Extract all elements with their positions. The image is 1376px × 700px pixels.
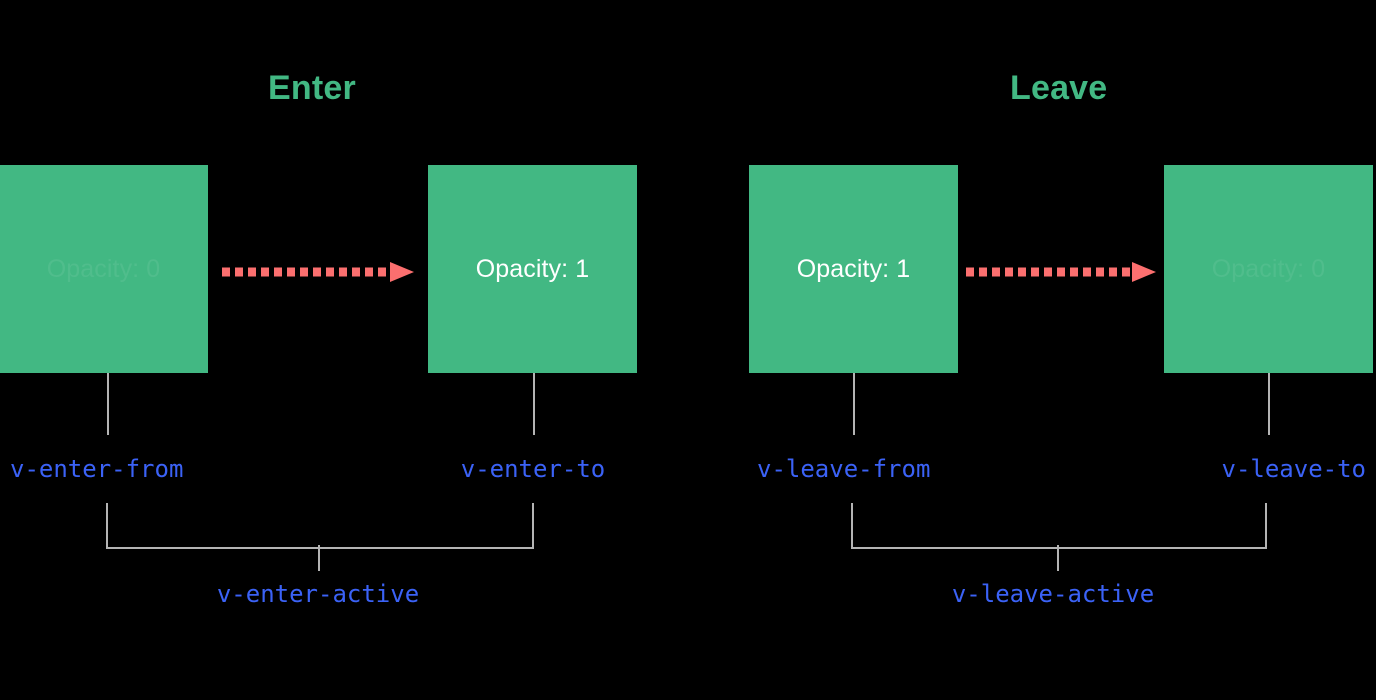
class-label-v-leave-active: v-leave-active — [951, 580, 1155, 608]
state-box-enter-to: Opacity: 1 — [428, 165, 637, 373]
section-title-leave: Leave — [1010, 69, 1108, 107]
class-label-v-enter-to: v-enter-to — [460, 455, 606, 483]
arrow-enter-svg — [222, 262, 414, 282]
arrow-leave-head — [1132, 262, 1156, 282]
state-box-leave-from: Opacity: 1 — [749, 165, 958, 373]
state-box-leave-to: Opacity: 0 — [1164, 165, 1373, 373]
arrow-enter-head — [390, 262, 414, 282]
active-phase-bracket-stem-enter — [318, 545, 320, 571]
connector-stem-enter-from — [107, 373, 109, 435]
active-phase-bracket-stem-leave — [1057, 545, 1059, 571]
connector-stem-leave-from — [853, 373, 855, 435]
state-box-enter-from: Opacity: 0 — [0, 165, 208, 373]
connector-stem-enter-to — [533, 373, 535, 435]
state-box-enter-to-label: Opacity: 1 — [475, 254, 590, 283]
active-phase-bracket-enter — [106, 503, 534, 549]
active-phase-bracket-leave — [851, 503, 1267, 549]
arrow-leave-svg — [966, 262, 1156, 282]
connector-stem-leave-to — [1268, 373, 1270, 435]
state-box-leave-from-label: Opacity: 1 — [796, 254, 911, 283]
transition-arrow-enter — [222, 262, 414, 282]
class-label-v-leave-from: v-leave-from — [757, 455, 931, 483]
transition-arrow-leave — [966, 262, 1156, 282]
class-label-v-enter-active: v-enter-active — [216, 580, 420, 608]
class-label-v-leave-to: v-leave-to — [1221, 455, 1367, 483]
state-box-enter-from-label: Opacity: 0 — [46, 254, 161, 283]
state-box-leave-to-label: Opacity: 0 — [1211, 254, 1326, 283]
class-label-v-enter-from: v-enter-from — [10, 455, 184, 483]
section-title-enter: Enter — [268, 69, 356, 107]
